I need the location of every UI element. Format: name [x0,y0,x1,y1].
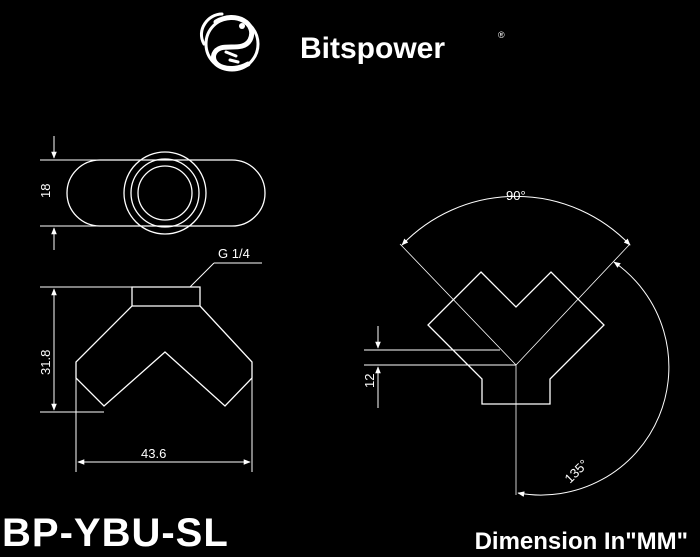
top-view-height-dimension [40,136,100,250]
front-height-label: 31.8 [38,350,53,375]
front-width-label: 43.6 [141,446,166,461]
port-offset-label: 12 [362,374,377,388]
top-view-height-label: 18 [38,184,53,198]
unit-note: Dimension In"MM" [474,528,688,555]
angle-135-dimension [517,261,670,497]
model-number: BP-YBU-SL [2,511,229,555]
thread-label: G 1/4 [218,246,250,261]
front-view [75,286,253,407]
angle-90-dimension [401,195,631,246]
port-axes [399,243,631,495]
front-width-dimension [75,378,253,472]
trademark-symbol: ® [498,30,505,40]
angle-90-label: 90° [506,188,526,203]
front-height-dimension [40,286,132,413]
angle-135-label: 135° [562,457,592,487]
dragon-emblem-icon [199,12,260,72]
top-view [66,151,266,235]
port-offset-dimension [364,326,516,408]
thread-callout [189,262,262,288]
brand-name: Bitspower [300,32,445,65]
